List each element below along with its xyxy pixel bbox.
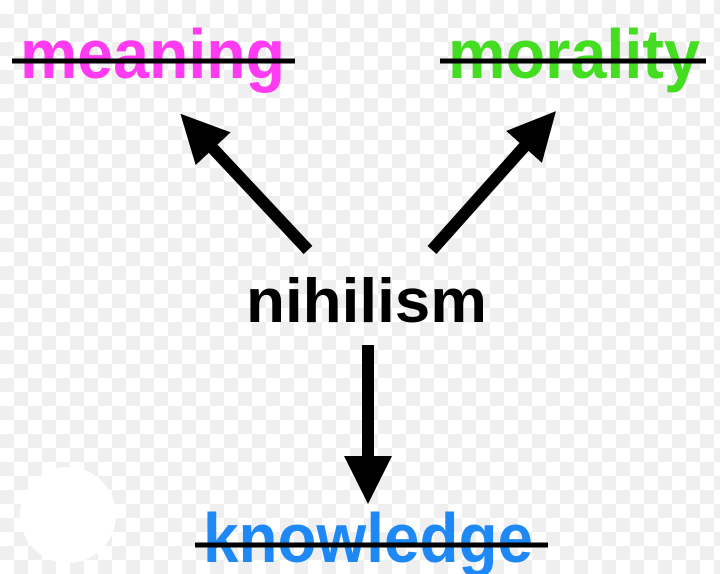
node-morality: morality (448, 15, 700, 93)
node-knowledge: knowledge (203, 499, 533, 574)
arrow-to-meaning (180, 113, 313, 255)
arrow-to-morality (427, 111, 556, 254)
node-meaning: meaning (20, 15, 285, 93)
white-blob (20, 467, 116, 563)
center-nihilism: nihilism (246, 267, 487, 336)
